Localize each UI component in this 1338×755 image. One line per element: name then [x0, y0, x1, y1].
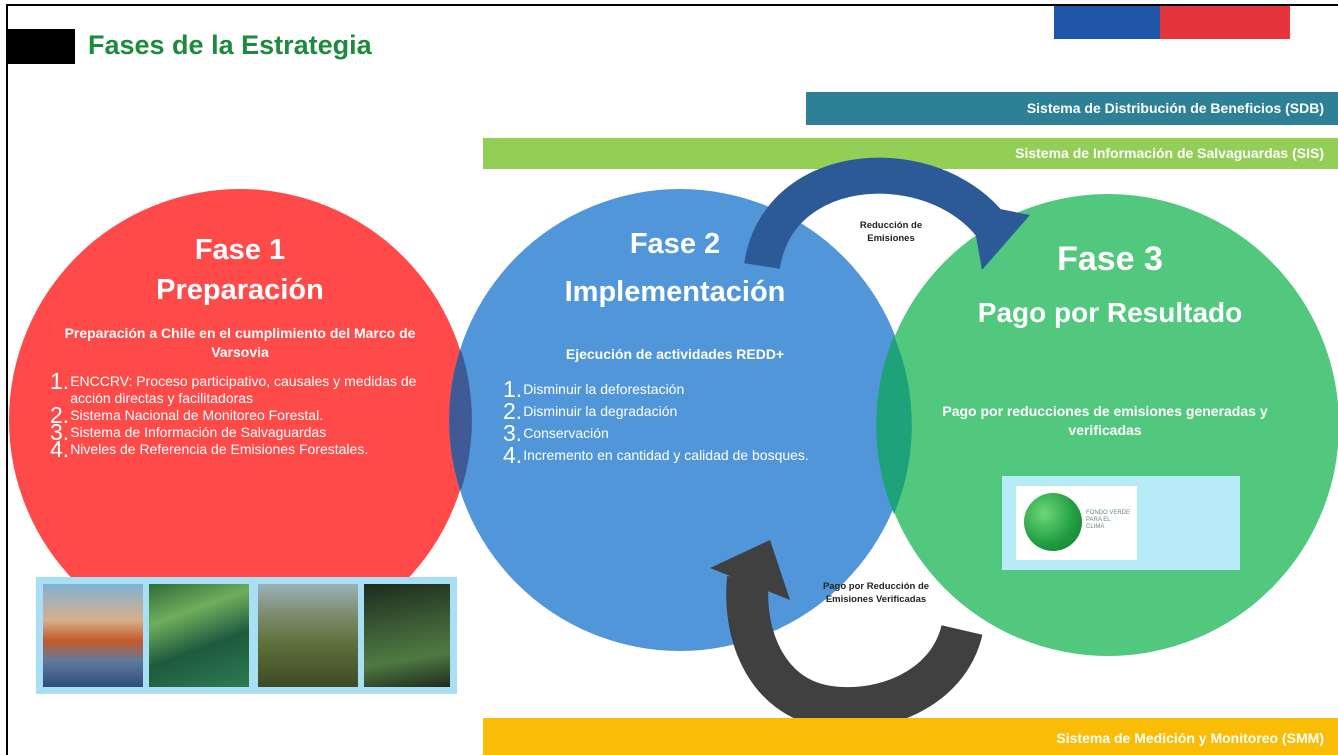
phase2-list: 1.Disminuir la deforestación 2.Disminuir…: [503, 376, 843, 468]
flag-red-stripe: [1160, 6, 1290, 39]
phase1-name: Preparación: [156, 274, 324, 307]
report-cover-photo: [43, 584, 143, 687]
list-item: 2.Disminuir la degradación: [503, 398, 843, 424]
phase2-circle: [449, 189, 911, 651]
logo-inner: FONDO VERDE PARA EL CLIMA: [1016, 486, 1137, 560]
list-text: Sistema Nacional de Monitoreo Forestal.: [70, 407, 324, 423]
phase1-title: Fase 1 Preparación: [120, 232, 360, 309]
arrow-top-label: Reducción de Emisiones: [859, 220, 923, 244]
report-cover-photo: [364, 584, 450, 687]
list-item: 3.Conservación: [503, 420, 843, 446]
list-item: 2.Sistema Nacional de Monitoreo Forestal…: [50, 402, 445, 428]
arrow-bottom-label: Pago por Reducción de Emisiones Verifica…: [822, 581, 930, 605]
list-number: 4.: [50, 436, 70, 462]
list-number: 3.: [50, 419, 70, 445]
arrow-payment-body: [726, 575, 983, 730]
slide-frame: [6, 4, 1338, 755]
arrow-reduction-head: [970, 203, 1030, 270]
phase3-title: Fase 3 Pago por Resultado: [930, 238, 1290, 330]
flag-blue-stripe: [1054, 6, 1160, 39]
list-number: 1.: [503, 376, 523, 402]
list-text: Conservación: [523, 425, 609, 441]
phase1-number: Fase 1: [194, 234, 286, 266]
list-number: 4.: [503, 442, 523, 468]
report-cover-photo: [149, 584, 249, 687]
phase1-subtitle: Preparación a Chile en el cumplimiento d…: [64, 325, 416, 360]
phase2-subtitle: Ejecución de actividades REDD+: [565, 346, 785, 362]
list-item: 3.Sistema de Información de Salvaguardas: [50, 419, 445, 445]
list-number: 3.: [503, 420, 523, 446]
list-text: Sistema de Información de Salvaguardas: [70, 424, 327, 440]
list-text: Niveles de Referencia de Emisiones Fores…: [70, 441, 369, 457]
phase2-number: Fase 2: [629, 228, 721, 260]
phase3-number: Fase 3: [1057, 240, 1163, 278]
phase2-title: Fase 2 Implementación: [520, 226, 830, 311]
overlap-1-2-lens: [450, 350, 472, 490]
band-sis: Sistema de Información de Salvaguardas (…: [483, 138, 1338, 169]
logo-text: FONDO VERDE PARA EL CLIMA: [1086, 510, 1131, 530]
phase1-list: 1.ENCCRV: Proceso participativo, causale…: [50, 368, 445, 462]
list-text: ENCCRV: Proceso participativo, causales …: [70, 373, 417, 406]
title-marker: [8, 29, 75, 64]
band-smm: Sistema de Medición y Monitoreo (SMM): [483, 718, 1338, 755]
list-item: 4.Incremento en cantidad y calidad de bo…: [503, 442, 843, 468]
report-cover-photo: [258, 584, 358, 687]
list-item: 1.ENCCRV: Proceso participativo, causale…: [50, 368, 445, 407]
phase2-name: Implementación: [564, 276, 786, 309]
list-item: 1.Disminuir la deforestación: [503, 376, 843, 402]
list-text: Disminuir la degradación: [523, 403, 678, 419]
list-item: 4.Niveles de Referencia de Emisiones For…: [50, 436, 445, 462]
list-number: 2.: [503, 398, 523, 424]
overlap-2-3: [876, 336, 912, 514]
list-number: 1.: [50, 368, 70, 394]
arrow-payment-head: [710, 540, 790, 600]
list-text: Incremento en cantidad y calidad de bosq…: [523, 447, 809, 463]
list-text: Disminuir la deforestación: [523, 381, 685, 397]
band-sdb: Sistema de Distribución de Beneficios (S…: [806, 92, 1338, 125]
phase3-subtitle: Pago por reducciones de emisiones genera…: [942, 403, 1268, 438]
page-title: Fases de la Estrategia: [88, 30, 372, 60]
phase1-circle: [9, 189, 471, 651]
report-covers: [36, 577, 457, 694]
list-number: 2.: [50, 402, 70, 428]
green-climate-fund-logo-box: FONDO VERDE PARA EL CLIMA: [1002, 476, 1240, 570]
phase3-name: Pago por Resultado: [977, 296, 1243, 328]
globe-icon: [1024, 493, 1082, 551]
